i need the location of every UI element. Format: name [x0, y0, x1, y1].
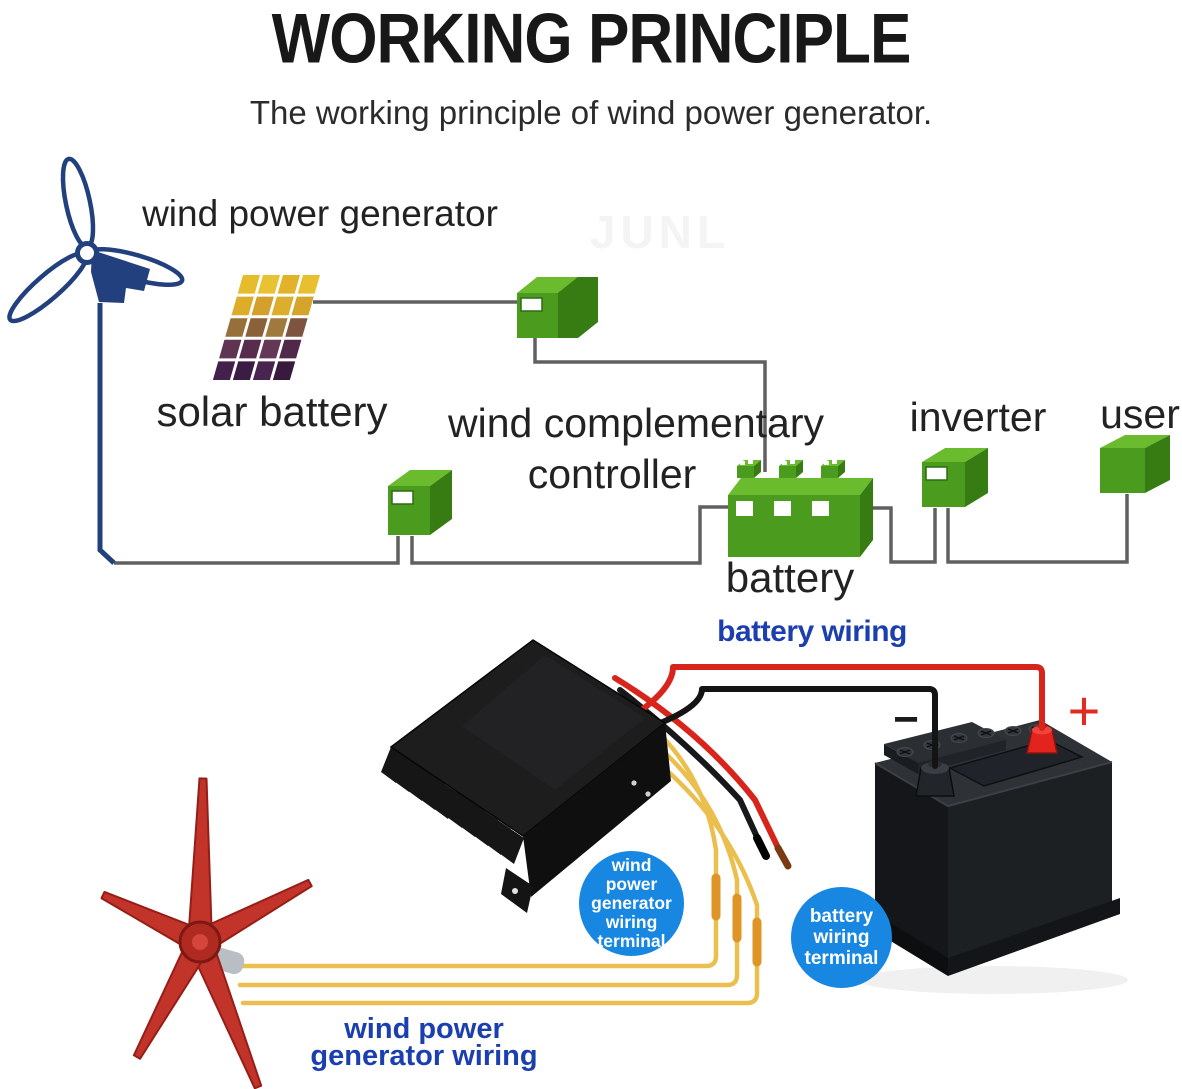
wire-turbine-to-controller2	[114, 536, 400, 565]
wire-stub-black-tip	[753, 834, 770, 860]
battery-terminals	[737, 460, 845, 478]
red-wind-turbine-icon	[100, 777, 313, 1089]
red-blade-up	[187, 777, 213, 943]
wire-battery-to-inverter	[858, 506, 937, 564]
green-battery-icon	[728, 460, 873, 557]
wire-controller1-to-battery	[533, 338, 767, 472]
solar-panel-icon	[212, 275, 320, 381]
label-battery-wiring: battery wiring	[717, 615, 907, 648]
green-controller-box-1-icon	[517, 277, 598, 338]
badge-gen-line5: terminal	[597, 931, 666, 951]
blue-wind-turbine-icon	[7, 156, 185, 565]
badge-generator-terminal: wind power generator wiring terminal	[579, 851, 684, 956]
green-controller-box-2-icon	[388, 470, 452, 535]
schematic-wires	[114, 300, 1129, 565]
wire-inverter-to-user	[946, 494, 1129, 564]
battery-wires	[612, 664, 1045, 870]
page-subtitle: The working principle of wind power gene…	[249, 94, 933, 131]
badge-bat-line1: battery	[809, 906, 874, 927]
badge-gen-line2: power	[605, 874, 658, 894]
wire-controller2-to-battery	[410, 505, 729, 565]
battery-wire-black	[633, 686, 938, 769]
minus-sign: −	[893, 695, 919, 744]
user-box-icon	[1100, 435, 1170, 493]
badge-battery-terminal: battery wiring terminal	[791, 887, 892, 988]
charge-controller-device	[381, 639, 671, 913]
plus-sign: +	[1067, 679, 1101, 742]
label-controller-line1: wind complementary	[448, 400, 824, 446]
label-generator-wiring: wind power generator wiring	[310, 1013, 538, 1072]
label-generator-wiring-line2: generator wiring	[310, 1040, 538, 1072]
badge-gen-line1: wind	[611, 855, 652, 875]
turbine-nacelle	[91, 250, 150, 303]
badge-bat-line2: wiring	[813, 927, 870, 948]
label-generator-wiring-line1: wind power	[344, 1013, 504, 1045]
wire-stub-red	[612, 675, 786, 861]
wire-stub-black	[617, 687, 766, 853]
battery-wire-red	[627, 664, 1045, 731]
badge-gen-line3: generator	[591, 893, 672, 913]
wire-stub-red-tip	[774, 844, 792, 870]
page-title: WORKING PRINCIPLE	[271, 0, 912, 78]
badge-bat-line3: terminal	[804, 948, 879, 969]
label-solar-battery: solar battery	[156, 388, 388, 435]
label-controller-line2: controller	[527, 451, 697, 497]
label-user: user	[1100, 391, 1180, 437]
battery-shadow	[858, 966, 1128, 994]
inverter-box-icon	[922, 448, 988, 507]
label-wind-power-generator: wind power generator	[142, 193, 498, 234]
watermark: JUNL	[589, 206, 731, 258]
label-battery: battery	[725, 554, 855, 601]
label-inverter: inverter	[909, 394, 1047, 440]
battery-device	[858, 720, 1128, 994]
badge-gen-line4: wiring	[605, 912, 658, 932]
